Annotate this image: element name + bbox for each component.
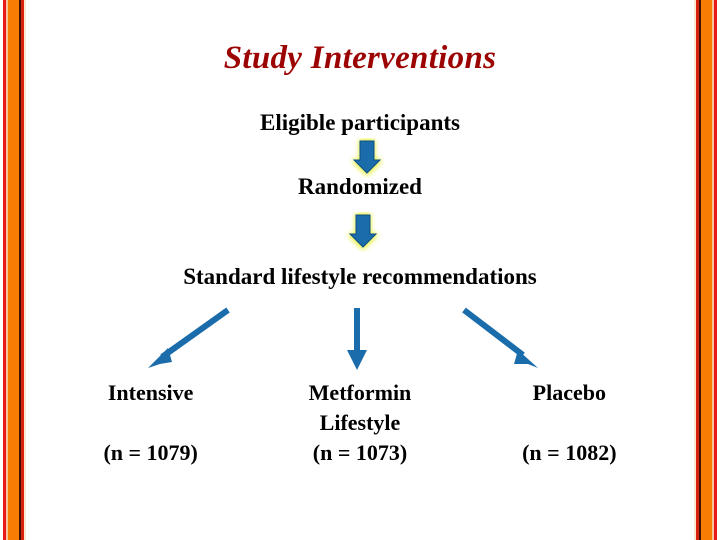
down-arrow-glow-icon-2 <box>341 212 385 252</box>
flow-node-eligible-participants: Eligible participants <box>260 110 460 135</box>
border-stripe-2 <box>6 0 8 540</box>
arm-label-line-2: Lifestyle <box>319 410 401 435</box>
arrow-left-head <box>148 348 172 368</box>
border-stripe-1 <box>3 0 6 540</box>
border-stripe-4 <box>699 0 701 540</box>
arm-count-placebo: (n = 1082) <box>522 440 617 465</box>
border-stripe-3 <box>8 0 19 540</box>
study-arm-intensive: Intensive (n = 1079) <box>46 378 255 468</box>
border-stripe-6 <box>24 0 26 540</box>
flow-node-randomized: Randomized <box>298 174 422 199</box>
border-stripe-3 <box>701 0 712 540</box>
arm-count-intensive: (n = 1079) <box>103 440 198 465</box>
study-arm-placebo: Placebo (n = 1082) <box>465 378 674 468</box>
border-stripe-1 <box>714 0 717 540</box>
arm-count-metformin: (n = 1073) <box>312 440 408 465</box>
border-stripe-0 <box>0 0 3 540</box>
branching-arrows-group <box>120 300 580 380</box>
border-stripe-6 <box>694 0 696 540</box>
border-stripe-5 <box>696 0 699 540</box>
arrow-right-head <box>514 350 538 368</box>
border-stripe-2 <box>712 0 714 540</box>
left-border-decoration <box>0 0 48 540</box>
flow-node-standard-lifestyle-recommendations: Standard lifestyle recommendations <box>183 264 537 289</box>
arrow-center-head <box>347 350 367 370</box>
border-stripe-7 <box>26 0 48 540</box>
study-arm-metformin: Metformin Lifestyle (n = 1073) <box>255 378 464 468</box>
down-arrow-glow-icon <box>345 138 389 178</box>
arrow-left-line <box>160 307 230 360</box>
arm-label-line-1: Placebo <box>532 380 606 405</box>
border-stripe-4 <box>19 0 21 540</box>
border-stripe-5 <box>21 0 24 540</box>
arm-label-line-1: Intensive <box>107 380 194 405</box>
page-title: Study Interventions <box>223 40 497 76</box>
arrow-right-line <box>462 307 525 358</box>
study-arms-row: Intensive (n = 1079) Metformin Lifestyle… <box>46 378 674 468</box>
arm-label-line-1: Metformin <box>308 380 412 405</box>
